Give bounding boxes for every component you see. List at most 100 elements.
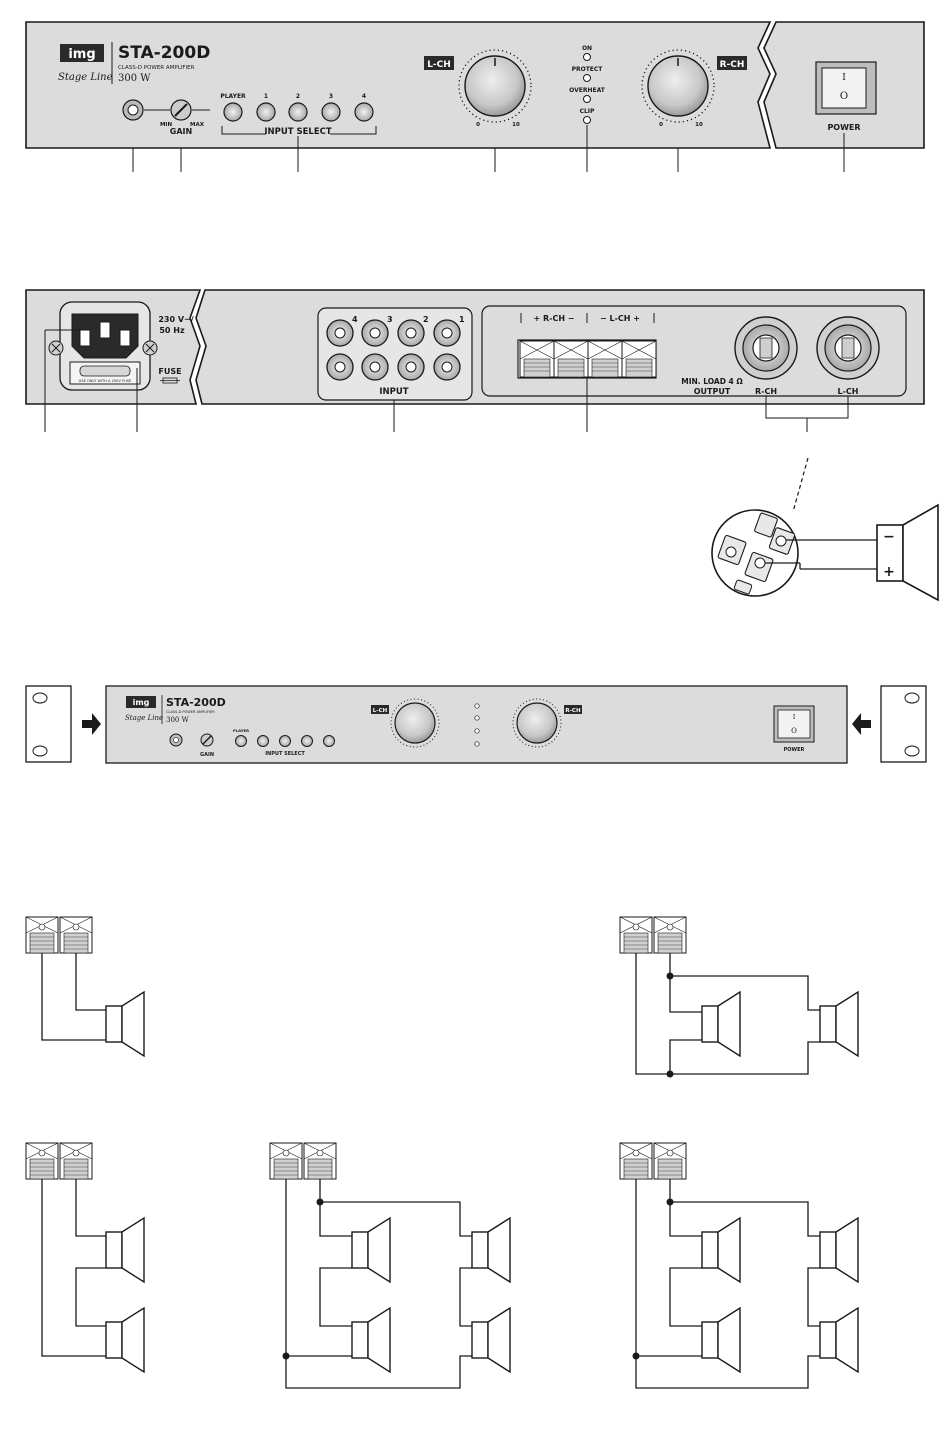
small-logo-text: img xyxy=(133,698,150,707)
right-knob-max: 10 xyxy=(695,122,703,128)
speaker-icon xyxy=(105,1005,123,1043)
led-on-label: ON xyxy=(582,45,592,52)
led-protect xyxy=(583,74,591,82)
speaker-icon xyxy=(819,1005,837,1043)
junction-dot xyxy=(666,1070,674,1078)
speaker-icon xyxy=(471,1321,489,1359)
led-overheat-label: OVERHEAT xyxy=(569,87,606,94)
speaker-icon xyxy=(351,1321,369,1359)
junction-dot xyxy=(282,1352,290,1360)
model-name: STA-200D xyxy=(118,43,210,63)
front-callout-lines xyxy=(132,125,845,172)
wire xyxy=(635,1179,820,1389)
switch-off-mark: O xyxy=(840,91,848,102)
input-select-label: INPUT SELECT xyxy=(264,127,332,137)
rack-mount-diagram: img Stage Line STA-200D CLASS-D POWER AM… xyxy=(25,685,927,764)
right-volume-knob[interactable] xyxy=(647,55,709,117)
small-right-badge: R-CH xyxy=(565,708,581,714)
input-player-button[interactable] xyxy=(223,102,243,122)
wire xyxy=(319,1267,352,1327)
front-panel: img Stage Line STA-200D CLASS-D POWER AM… xyxy=(25,21,925,149)
wire xyxy=(319,1179,472,1237)
led-clip xyxy=(583,116,591,124)
small-left-badge: L-CH xyxy=(373,708,388,714)
terminal-header-r: + R-CH − xyxy=(533,314,574,323)
gain-label: GAIN xyxy=(170,127,192,136)
speakon-r-label: R-CH xyxy=(755,387,777,396)
small-input-select-label: INPUT SELECT xyxy=(265,751,305,757)
led-on xyxy=(583,53,591,61)
input-4-button[interactable] xyxy=(354,102,374,122)
right-channel-badge: R-CH xyxy=(720,60,745,70)
mains-voltage: 230 V~/ xyxy=(158,315,193,324)
rear-callout-lines xyxy=(44,329,849,432)
switch-on-mark: I xyxy=(842,73,846,83)
speaker-terminal-strip[interactable] xyxy=(517,339,657,379)
left-knob-min: 0 xyxy=(476,122,480,128)
input-1-button[interactable] xyxy=(256,102,276,122)
small-model-name: STA-200D xyxy=(166,696,226,709)
junction-dot xyxy=(666,1198,674,1206)
wire xyxy=(41,953,106,1041)
speaker-icon xyxy=(701,1321,719,1359)
junction-dot xyxy=(632,1352,640,1360)
led-protect-label: PROTECT xyxy=(572,66,604,73)
wire xyxy=(669,976,702,1013)
player-button-label: PLAYER xyxy=(220,93,246,100)
arrow-left-icon xyxy=(852,713,871,735)
input-2-button[interactable] xyxy=(288,102,308,122)
left-volume-knob[interactable] xyxy=(464,55,526,117)
power-label: POWER xyxy=(827,123,860,132)
led-overheat xyxy=(583,95,591,103)
junction-dot xyxy=(666,972,674,980)
small-brand-name: Stage Line xyxy=(125,714,163,722)
fuse-label: FUSE xyxy=(158,367,181,376)
input-2-number: 2 xyxy=(423,315,429,324)
input-3-button[interactable] xyxy=(321,102,341,122)
speaker-plus-label: + xyxy=(883,564,895,580)
logo-text: img xyxy=(68,47,95,62)
small-player-label: PLAYER xyxy=(233,728,249,733)
small-right-knob xyxy=(516,702,558,744)
small-power-rating: 300 W xyxy=(166,716,190,724)
right-knob-min: 0 xyxy=(659,122,663,128)
amplifier-front-small xyxy=(105,685,848,764)
speaker-minus-label: − xyxy=(883,529,895,545)
input-1-number: 1 xyxy=(459,315,465,324)
left-channel-badge: L-CH xyxy=(427,60,451,70)
model-subtitle: CLASS-D POWER AMPLIFIER xyxy=(118,65,195,71)
small-model-subtitle: CLASS-D POWER AMPLIFIER xyxy=(166,710,215,714)
input-4-number: 4 xyxy=(352,315,358,324)
min-load-label: MIN. LOAD 4 Ω xyxy=(681,377,743,386)
input-select-group: PLAYER 1 2 3 4 INPUT SELECT xyxy=(220,93,377,137)
wire xyxy=(285,1179,472,1389)
output-label: OUTPUT xyxy=(694,387,731,396)
speaker-icon xyxy=(105,1321,123,1359)
speaker-icon xyxy=(471,1231,489,1269)
wire xyxy=(41,1179,106,1357)
led-clip-label: CLIP xyxy=(580,108,595,115)
input-3-label: 3 xyxy=(329,93,333,100)
rear-panel: USE ONLY WITH A 250V FUSE 230 V~/ 50 Hz … xyxy=(25,289,925,405)
arrow-right-icon xyxy=(82,713,101,735)
small-switch-on: I xyxy=(793,714,796,721)
wire xyxy=(75,1267,106,1327)
speaker-icon xyxy=(351,1231,369,1269)
input-4-label: 4 xyxy=(362,93,366,100)
gain-min-label: MIN xyxy=(160,122,173,128)
power-rating: 300 W xyxy=(118,73,151,84)
wire xyxy=(75,953,106,1011)
speakon-wiring-detail: − + xyxy=(711,457,939,602)
speaker-icon xyxy=(701,1231,719,1269)
input-1-label: 1 xyxy=(264,93,268,100)
junction-dot xyxy=(316,1198,324,1206)
speaker-cone xyxy=(902,503,939,602)
wire xyxy=(669,1267,702,1327)
wire xyxy=(459,1267,472,1327)
wiring-diagrams xyxy=(25,916,859,1389)
wire xyxy=(669,1039,702,1074)
speakon-l-label: L-CH xyxy=(838,387,859,396)
small-power-label: POWER xyxy=(784,747,805,753)
brand-logo xyxy=(60,44,104,62)
